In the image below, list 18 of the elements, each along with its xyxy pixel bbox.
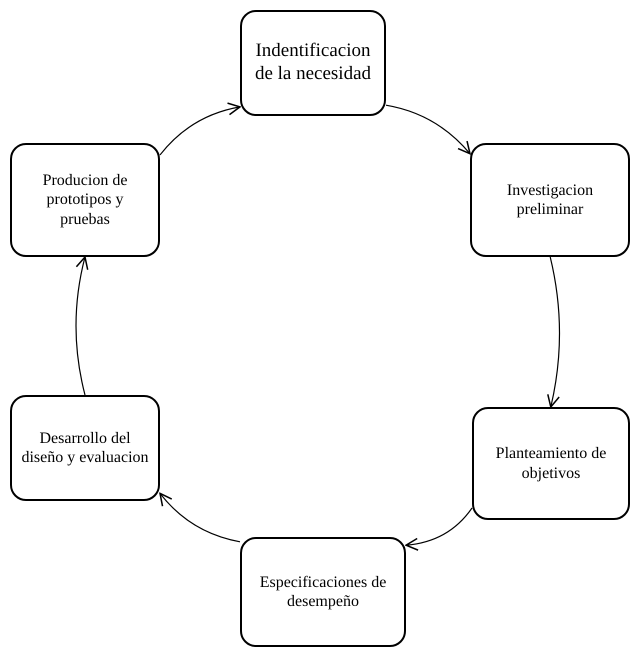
- process-box: [470, 143, 630, 257]
- step-label: Especificaciones de desempeño: [258, 572, 388, 612]
- step-label: Producion de prototipos y pruebas: [42, 171, 128, 229]
- step-label: Planteamiento de objetivos: [494, 444, 608, 483]
- curved-arrow: [405, 508, 472, 550]
- curved-arrow: [75, 256, 89, 396]
- process-box: [10, 143, 160, 257]
- process-box: [240, 10, 386, 116]
- process-box: [240, 537, 406, 647]
- step-label: Desarrollo del diseño y evaluacion: [20, 428, 150, 468]
- step-label: Investigacion preliminar: [506, 180, 594, 220]
- curved-arrow: [160, 102, 241, 156]
- curved-arrow: [546, 256, 560, 408]
- curved-arrow: [159, 492, 240, 542]
- process-box: [472, 407, 630, 520]
- step-label: Indentificacion de la necesidad: [254, 40, 372, 86]
- curved-arrow: [386, 104, 471, 155]
- process-box: [10, 395, 160, 501]
